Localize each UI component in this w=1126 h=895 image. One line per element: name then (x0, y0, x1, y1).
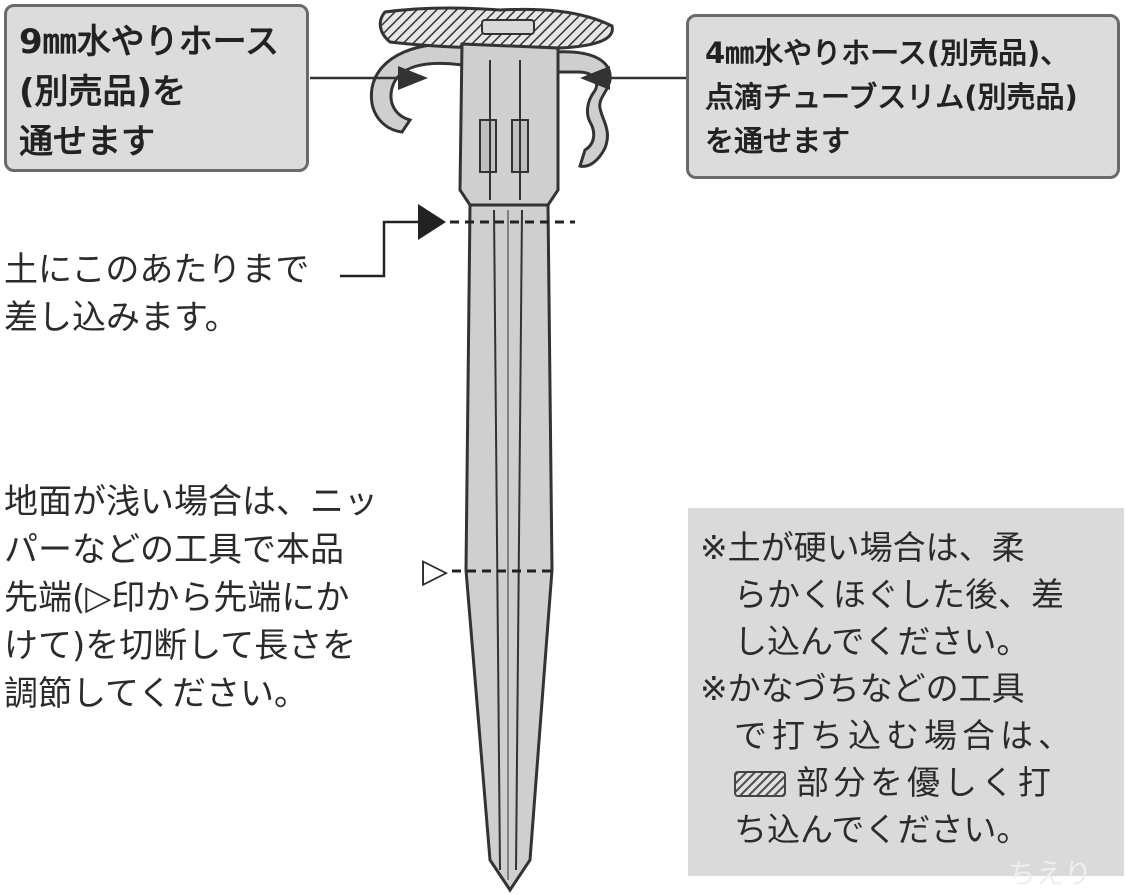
left-hose-clip (369, 42, 464, 134)
insert-depth-note: 土にこのあたりまで 差し込みます。 (4, 246, 309, 342)
note-line: 差し込みます。 (4, 298, 239, 338)
cap-grip-ridges (481, 19, 535, 35)
note-line: 先端(▷印から先端にか (4, 578, 350, 618)
stake-head-body (458, 42, 560, 207)
note-line: 調節してください。 (4, 674, 308, 714)
watermark: ちえり (1008, 857, 1093, 890)
caution-line: ち込んでください。 (734, 810, 1030, 849)
trim-marker-glyph: ▷ (422, 551, 449, 591)
stake-head-slot (479, 119, 497, 173)
caution-line: ※かなづちなどの工具 (700, 669, 1025, 708)
callout-line: 点滴チューブスリム(別売品) (705, 80, 1078, 114)
callout-line: 通せます (19, 122, 155, 162)
callout-line: 4㎜水やりホース(別売品)、 (705, 36, 1070, 70)
note-line: けて)を切断して長さを (4, 626, 357, 666)
caution-line: で打ち込む場合は、 (734, 716, 1076, 755)
caution-line: ※土が硬い場合は、柔 (700, 528, 1025, 567)
caution-line-with-swatch: 部分を優しく打 (700, 759, 1110, 806)
callout-line: (別売品)を (19, 72, 187, 112)
callout-4mm-hose: 4㎜水やりホース(別売品)、 点滴チューブスリム(別売品) を通せます (686, 14, 1120, 179)
right-hose-clip (553, 50, 612, 168)
caution-line-text: 部分を優しく打 (796, 763, 1055, 802)
callout-line: 9㎜水やりホース (19, 22, 279, 62)
callout-line: を通せます (705, 124, 851, 158)
caution-line: らかくほぐした後、差 (734, 575, 1064, 614)
callout-9mm-hose: 9㎜水やりホース (別売品)を 通せます (4, 4, 309, 172)
caution-line: し込んでください。 (734, 622, 1030, 661)
caution-notes-box: ※土が硬い場合は、柔 らかくほぐした後、差 し込んでください。 ※かなづちなどの… (688, 508, 1124, 876)
stake-shaft (464, 203, 554, 893)
note-line: 土にこのあたりまで (4, 250, 310, 290)
insert-leader-line (340, 220, 418, 278)
note-line: パーなどの工具で本品 (4, 530, 344, 570)
note-line: 地面が浅い場合は、ニッ (4, 482, 378, 522)
trim-length-note: 地面が浅い場合は、ニッ パーなどの工具で本品 先端(▷印から先端にか けて)を切… (4, 478, 378, 718)
right-callout-arrowhead (580, 66, 610, 90)
left-callout-arrowhead (398, 66, 428, 90)
hatched-area-swatch-icon (734, 771, 786, 797)
insert-depth-arrowhead (418, 204, 446, 240)
